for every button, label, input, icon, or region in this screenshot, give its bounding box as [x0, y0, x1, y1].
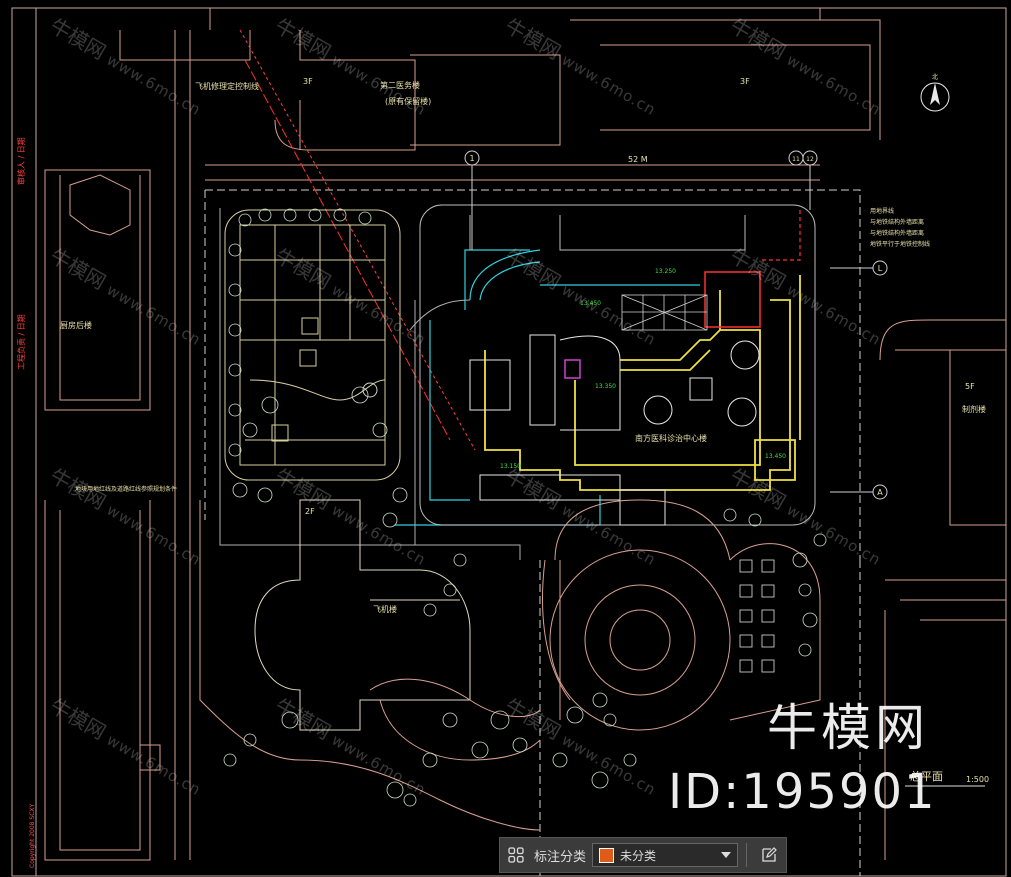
- label-right-note-3: 与地铁结构外墙距离: [870, 229, 924, 237]
- annotation-toolbar: 标注分类 未分类: [499, 837, 787, 873]
- big-watermark-id: ID:195901: [668, 764, 937, 820]
- grid-icon[interactable]: [500, 838, 532, 872]
- annotation-category-select[interactable]: 未分类: [592, 843, 739, 867]
- label-control-line: 飞机修理定控制线: [195, 81, 259, 91]
- label-floor-2f: 2F: [305, 507, 315, 516]
- level-marker-2: 13.450: [580, 300, 601, 307]
- axis-label-A: A: [877, 488, 883, 497]
- axis-label-1: 1: [469, 154, 474, 163]
- axis-label-L: L: [878, 264, 883, 273]
- big-watermark-brand: 牛模网: [767, 699, 929, 757]
- level-marker-1: 13.250: [655, 268, 676, 275]
- label-floor-3f-b: 3F: [740, 77, 750, 86]
- annotation-category-label: 标注分类: [534, 849, 587, 865]
- label-right-note-2: 与地铁结构外墙距离: [870, 218, 924, 226]
- label-building-right: 制剂楼: [962, 404, 986, 414]
- axis-label-12: 12: [806, 156, 814, 163]
- level-marker-4: 13.150: [500, 463, 521, 470]
- toolbar-divider: [746, 843, 748, 867]
- category-selected-value: 未分类: [620, 848, 657, 863]
- plan-title: 总平面: [910, 769, 943, 783]
- label-floor-5f: 5F: [965, 382, 975, 391]
- axis-label-11: 11: [792, 156, 800, 163]
- chevron-down-icon: [721, 852, 732, 858]
- label-right-note-4: 地铁平行于地铁控制线: [870, 240, 930, 248]
- label-building-top-sub: (原有保留楼): [385, 96, 431, 106]
- label-building-left: 厨房后楼: [60, 320, 92, 330]
- plan-scale: 1:500: [966, 775, 989, 784]
- category-color-swatch: [599, 847, 615, 863]
- level-marker-3: 13.350: [595, 383, 616, 390]
- label-left-note: 地块用地红线及道路红线参照规划条件: [75, 485, 177, 493]
- north-arrow-icon: 北: [920, 73, 950, 112]
- edit-icon[interactable]: [753, 838, 785, 872]
- label-right-note-1: 用地界线: [870, 207, 894, 215]
- label-main-building: 南方医科诊治中心楼: [635, 433, 707, 443]
- label-dim-top: 52 M: [628, 155, 648, 164]
- label-building-top-title: 第二医务楼: [380, 80, 420, 90]
- copyright-text: Copyright 2008 SCXY: [29, 803, 36, 868]
- sidebar-text-2: 工程负责 / 日期: [16, 314, 26, 370]
- label-building-bottom: 飞机楼: [373, 604, 397, 614]
- level-marker-5: 13.450: [765, 453, 786, 460]
- sidebar-text-1: 审核人 / 日期: [16, 137, 26, 185]
- label-floor-3f-a: 3F: [303, 77, 313, 86]
- north-label: 北: [932, 73, 938, 81]
